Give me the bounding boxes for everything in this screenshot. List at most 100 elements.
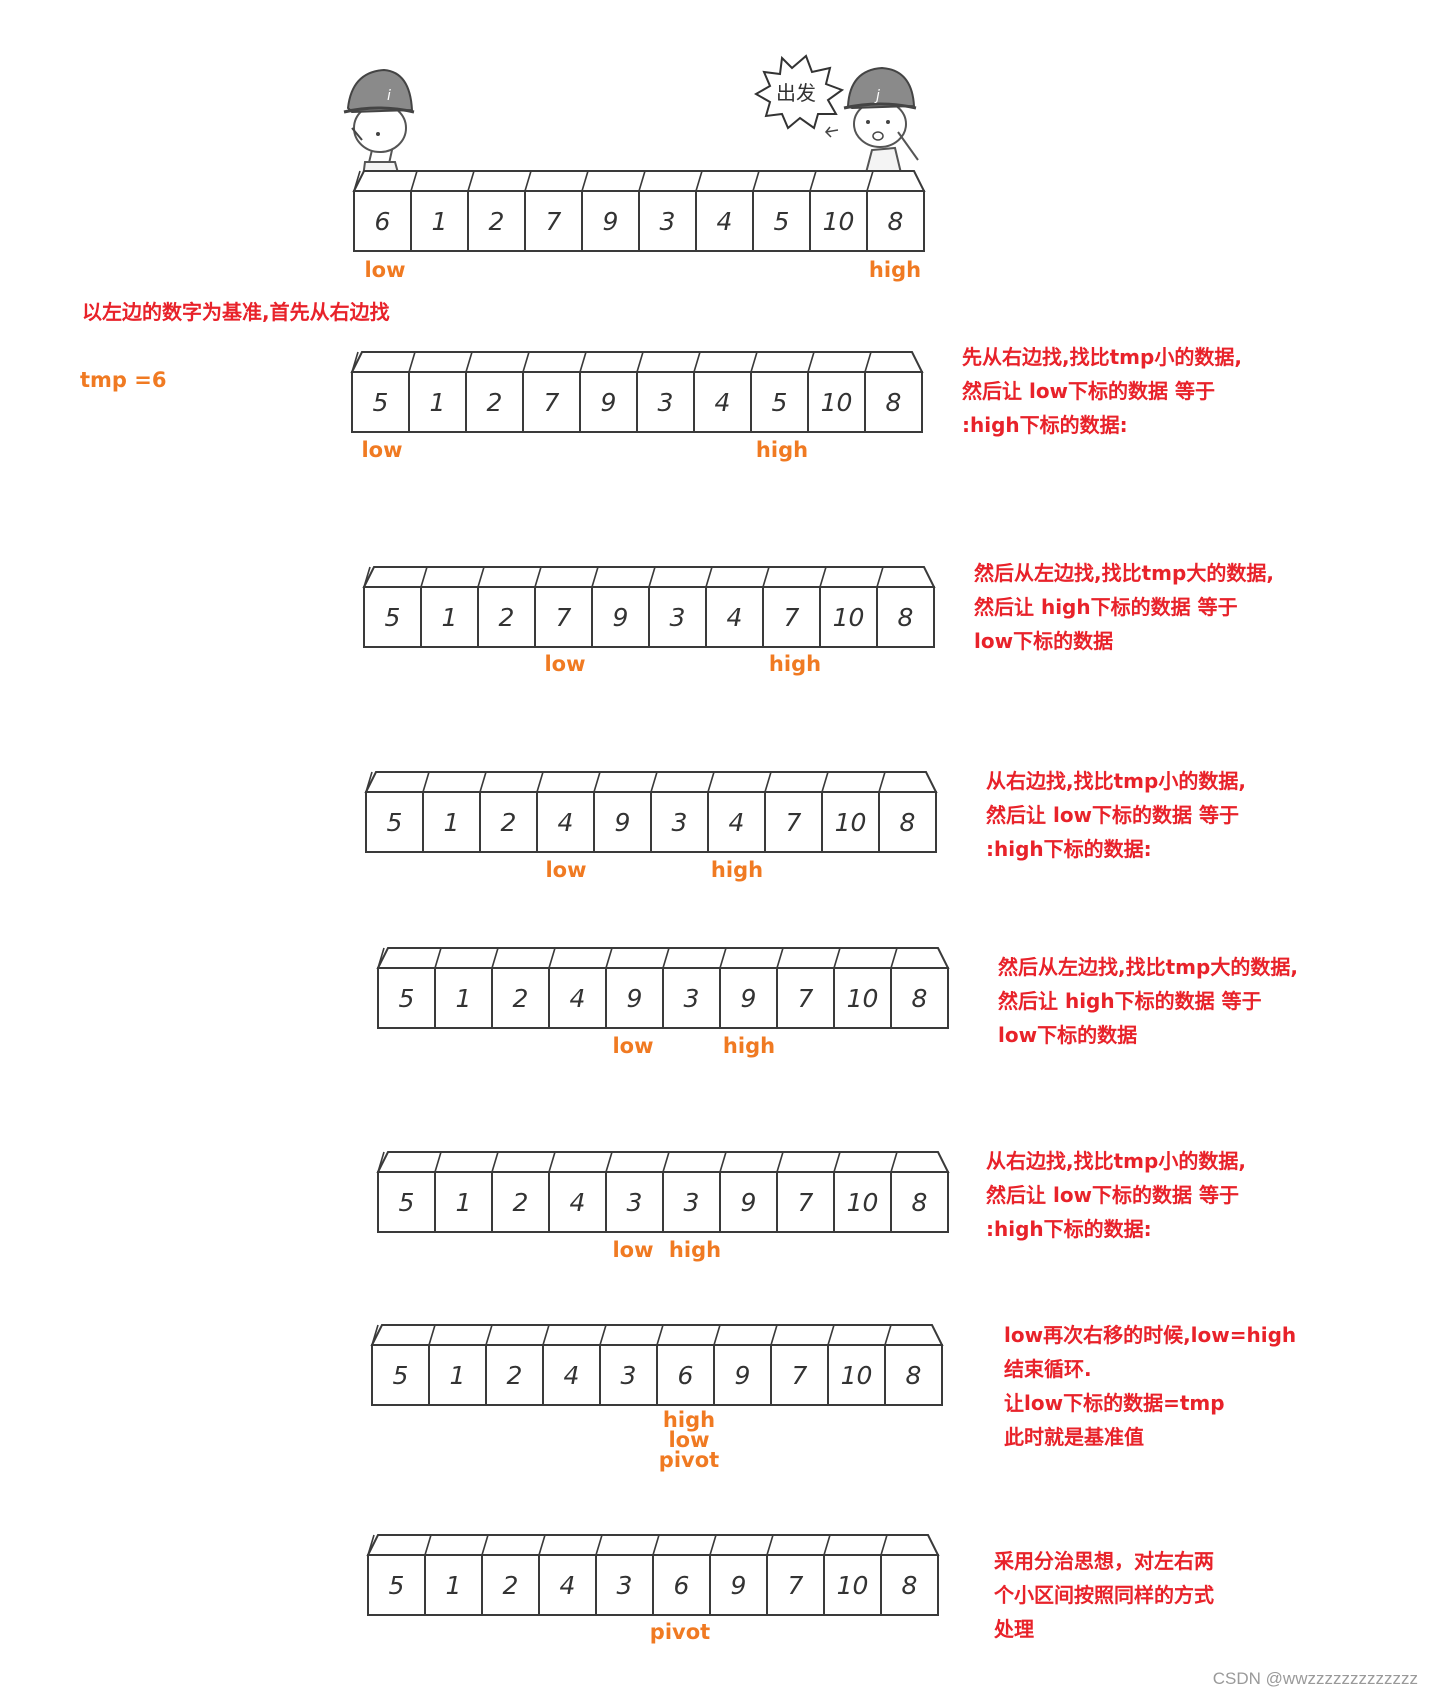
step-explanation-line: :high下标的数据: (986, 837, 1152, 861)
right-helmet-letter: j (874, 88, 880, 104)
array-cell-edge (719, 947, 727, 969)
array-cell-edge (581, 170, 589, 192)
intro-headline: 以左边的数字为基准,首先从右边找 (82, 300, 390, 324)
pointer-label-high: high (662, 1408, 716, 1432)
array-cell-edge (770, 1324, 778, 1346)
array-cell-edge (536, 771, 544, 793)
array-cell-edge (662, 947, 670, 969)
array-cell-box (365, 791, 424, 853)
array-cell-value: 4 (717, 207, 733, 236)
array-cell-box (705, 586, 764, 648)
array-cell-value: 9 (603, 207, 619, 236)
array-cell-box (709, 1554, 768, 1616)
array-cell: 3 (650, 771, 709, 853)
array-cell-box (542, 1344, 601, 1406)
array-cell-value: 10 (847, 984, 879, 1013)
array-cell-edge (762, 566, 770, 588)
array-cell-value: 2 (507, 1361, 523, 1390)
array-cell-edge (823, 1534, 831, 1556)
array-cell: 6 (656, 1324, 715, 1406)
array-cell: 9 (591, 566, 650, 648)
array-cell-value: 2 (513, 1188, 529, 1217)
array-cell-box (524, 190, 583, 252)
array-cell-edge (371, 1324, 379, 1346)
array-cell: 9 (581, 170, 640, 252)
array-cell-edge (819, 566, 827, 588)
pointer-label-high: high (722, 1034, 776, 1058)
array-cell-value: 3 (684, 984, 700, 1013)
array-cell: 2 (491, 947, 550, 1029)
array-cell: 7 (766, 1534, 825, 1616)
array-cell-value: 10 (823, 207, 855, 236)
array-cell: 9 (713, 1324, 772, 1406)
array-cell: 2 (485, 1324, 544, 1406)
array-cell: 7 (762, 566, 821, 648)
step-explanation-line: 处理 (994, 1617, 1034, 1641)
array-cell-box (833, 1171, 892, 1233)
array-cell-value: 5 (399, 984, 415, 1013)
array-row-top-face (376, 1151, 950, 1173)
array-cell-value: 4 (558, 808, 574, 837)
step-explanation-line: low再次右移的时候,low=high (1004, 1323, 1297, 1347)
array-cell: 10 (821, 771, 880, 853)
array-cell: 10 (827, 1324, 886, 1406)
array-cell-box (593, 791, 652, 853)
array-cell-value: 1 (450, 1361, 466, 1390)
array-cell: 9 (719, 1151, 778, 1233)
array-cell-box (536, 791, 595, 853)
array-cell: 5 (365, 771, 424, 853)
array-cell-value: 2 (487, 388, 503, 417)
array-cell-box (776, 1171, 835, 1233)
array-cell-box (581, 190, 640, 252)
array-cell-box (776, 967, 835, 1029)
array-cell: 2 (467, 170, 526, 252)
array-cell-edge (491, 1151, 499, 1173)
array-cell-value: 3 (658, 388, 674, 417)
array-cell: 7 (534, 566, 593, 648)
array-cell-box (809, 190, 868, 252)
array-cell: 9 (709, 1534, 768, 1616)
array-cell-edge (595, 1534, 603, 1556)
array-cell: 3 (662, 947, 721, 1029)
array-cell-edge (605, 947, 613, 969)
array-cell-box (656, 1344, 715, 1406)
array-cell-value: 9 (613, 603, 629, 632)
array-cell-edge (713, 1324, 721, 1346)
array-cell-edge (884, 1324, 892, 1346)
array-cell-edge (477, 566, 485, 588)
pointer-label-low: low (544, 652, 586, 676)
array-cell-value: 3 (672, 808, 688, 837)
array-cell-value: 5 (385, 603, 401, 632)
pointer-label-low: low (612, 1034, 654, 1058)
array-cell-box (424, 1554, 483, 1616)
array-cell-value: 7 (788, 1571, 804, 1600)
array-cell-edge (776, 1151, 784, 1173)
array-cell-value: 2 (513, 984, 529, 1013)
array-row-top-face (366, 1534, 940, 1556)
array-cell-value: 8 (902, 1571, 918, 1600)
step-explanation-line: 从右边找,找比tmp小的数据, (986, 1149, 1246, 1173)
array-cell-value: 5 (772, 388, 788, 417)
array-cell-value: 10 (837, 1571, 869, 1600)
array-cell-value: 6 (375, 207, 391, 236)
array-cell: 5 (367, 1534, 426, 1616)
array-cell-edge (542, 1324, 550, 1346)
array-cell-edge (809, 170, 817, 192)
array-cell: 10 (833, 1151, 892, 1233)
array-cell: 7 (524, 170, 583, 252)
array-cell-edge (524, 170, 532, 192)
csdn-watermark: CSDN @wwzzzzzzzzzzzzz (1212, 1669, 1418, 1688)
array-cell-edge (422, 771, 430, 793)
array-cell-value: 5 (373, 388, 389, 417)
array-cell-edge (353, 170, 361, 192)
array-cell-value: 7 (786, 808, 802, 837)
array-cell-box (662, 1171, 721, 1233)
array-cell-edge (764, 771, 772, 793)
array-cell-edge (410, 170, 418, 192)
array-cell-edge (538, 1534, 546, 1556)
array-cell-value: 10 (847, 1188, 879, 1217)
array-cell: 8 (878, 771, 937, 853)
array-cell-value: 8 (886, 388, 902, 417)
